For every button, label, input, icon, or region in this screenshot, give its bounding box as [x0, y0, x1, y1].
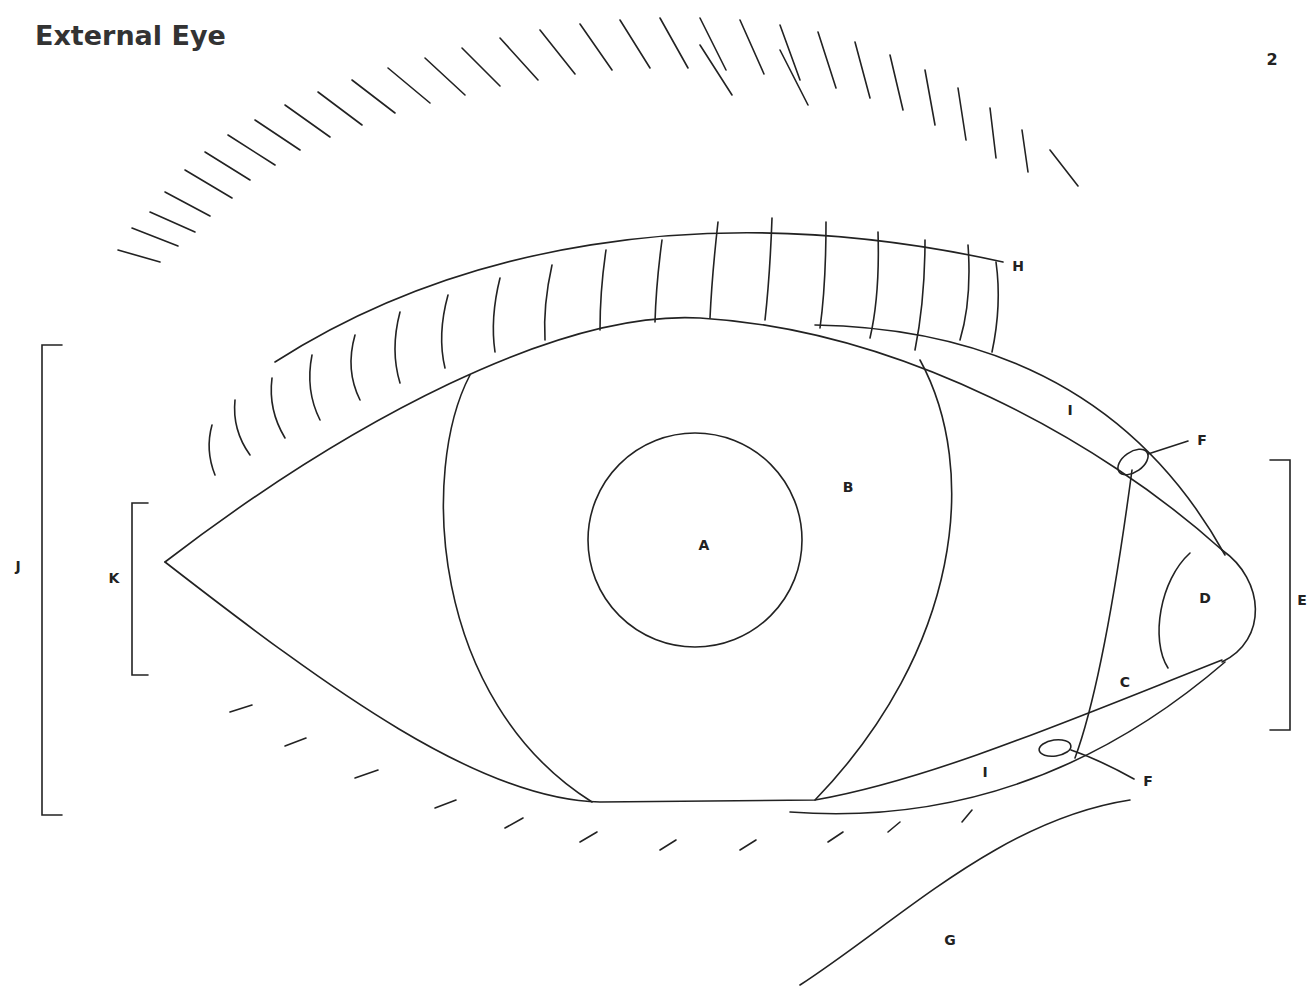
iris	[815, 360, 952, 800]
callout-letter: K	[109, 571, 120, 585]
pupil	[588, 433, 802, 647]
callout-letter: C	[1120, 675, 1130, 689]
upper-lid-margin	[815, 325, 1225, 555]
callout-letter: G	[944, 933, 956, 947]
page-number: 2	[1266, 52, 1277, 68]
plica-semilunaris	[1075, 470, 1132, 758]
medial-canthus	[1222, 550, 1255, 662]
lower-lid-margin	[790, 662, 1225, 814]
callout-letter: A	[699, 538, 710, 552]
callout-letter: I	[982, 765, 987, 779]
callout-letter: D	[1199, 591, 1211, 605]
punctum	[1038, 738, 1072, 758]
caruncle	[1159, 553, 1190, 668]
callout-letter: F	[1197, 433, 1207, 447]
iris	[443, 375, 592, 802]
callout-letter: H	[1012, 259, 1024, 273]
bracket	[42, 345, 62, 815]
diagram-title: External Eye	[35, 20, 226, 51]
bracket	[132, 503, 148, 675]
cheek-line	[800, 800, 1130, 985]
leader-line	[1148, 441, 1188, 454]
punctum	[1113, 444, 1152, 480]
eyebrow	[118, 18, 1078, 262]
callout-letter: I	[1067, 403, 1072, 417]
upper-eyelid	[165, 318, 1222, 562]
bracket	[1270, 460, 1290, 730]
callout-letter: J	[15, 559, 20, 573]
lower-eyelashes	[230, 705, 972, 850]
upper-eyelashes	[209, 218, 1003, 475]
callout-letter: F	[1143, 774, 1153, 788]
callout-letter: E	[1297, 593, 1307, 607]
callout-letter: B	[843, 480, 854, 494]
leader-line	[1071, 750, 1134, 779]
